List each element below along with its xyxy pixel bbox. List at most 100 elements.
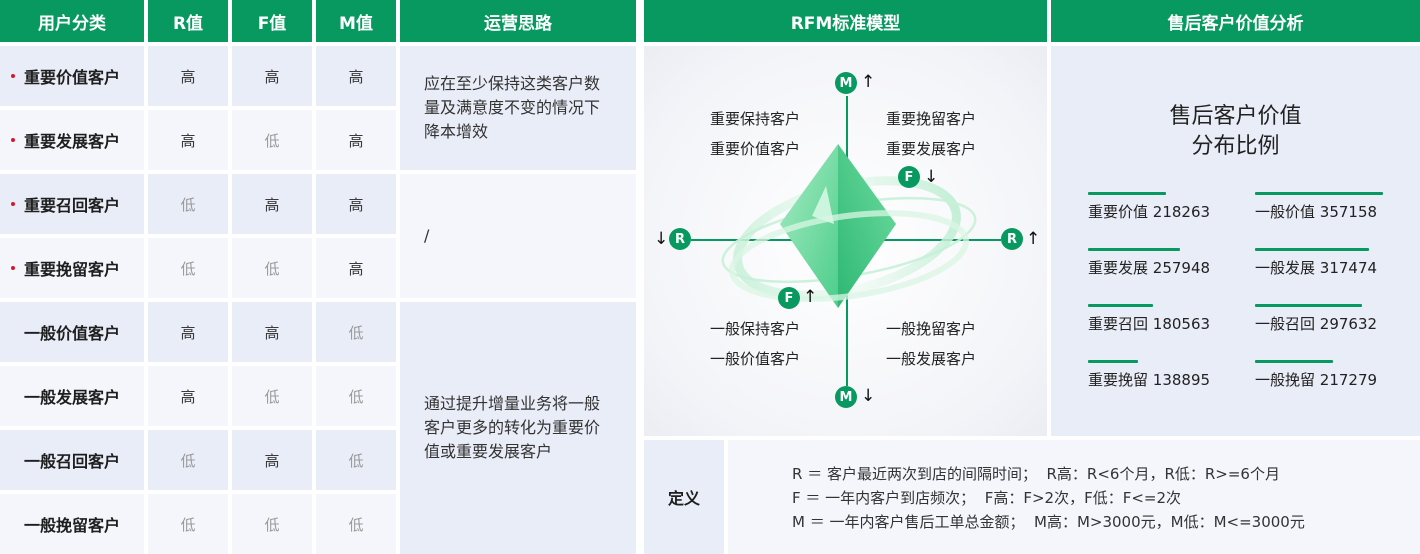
user-class-label: 重要发展客户: [24, 132, 121, 151]
stat-bar: [1255, 248, 1369, 251]
stat-label: 一般召回: [1255, 315, 1316, 333]
f-value-cell: 高: [232, 430, 312, 490]
node-f-lower: F: [778, 287, 800, 309]
important-dot-icon: [11, 266, 15, 270]
stat-label: 重要召回: [1088, 315, 1149, 333]
stat-bar: [1088, 192, 1166, 195]
header-rfm-model: RFM标准模型: [644, 0, 1047, 42]
ops-text: /: [424, 226, 430, 245]
definition-m: M ＝ 一年内客户售后工单总金额； M高：M>3000元，M低：M<=3000元: [792, 513, 1305, 531]
important-dot-icon: [11, 74, 15, 78]
stat-bar: [1255, 360, 1333, 363]
stat-label: 一般价值: [1255, 203, 1316, 221]
quadrant-label: 重要价值客户: [710, 140, 801, 158]
quadrant-label: 重要发展客户: [886, 140, 977, 158]
f-value-cell: 高: [232, 46, 312, 106]
stat-item: 一般价值 357158: [1255, 192, 1383, 222]
stat-label: 重要价值: [1088, 203, 1149, 221]
header-r-value: R值: [148, 0, 228, 42]
user-class-label: 一般挽留客户: [24, 516, 121, 535]
ops-note-important-value: 应在至少保持这类客户数量及满意度不变的情况下降本增效: [400, 46, 636, 170]
stat-item: 一般发展 317474: [1255, 248, 1377, 278]
user-class-label: 一般召回客户: [24, 452, 121, 471]
stat-item: 一般挽留 217279: [1255, 360, 1377, 390]
stat-item: 重要挽留 138895: [1088, 360, 1210, 390]
header-user-class: 用户分类: [0, 0, 144, 42]
gem-right-face: [838, 144, 896, 308]
quadrant-label: 一般保持客户: [710, 320, 801, 338]
user-class-cell: 一般召回客户: [0, 430, 144, 490]
f-value-cell: 低: [232, 494, 312, 554]
stat-item: 重要发展 257948: [1088, 248, 1210, 278]
stat-value: 357158: [1319, 203, 1378, 221]
user-class-cell: 一般价值客户: [0, 302, 144, 362]
definition-r: R ＝ 客户最近两次到店的间隔时间； R高：R<6个月，R低：R>=6个月: [792, 465, 1280, 483]
stat-label: 一般挽留: [1255, 371, 1316, 389]
r-value-cell: 低: [148, 238, 228, 298]
stat-bar: [1088, 248, 1180, 251]
ops-note-important-others: /: [400, 174, 636, 298]
arrow-up-icon: ↑: [803, 287, 818, 307]
m-value-cell: 高: [316, 110, 396, 170]
stat-bar: [1088, 304, 1153, 307]
definition-f: F ＝ 一年内客户到店频次； F高：F>2次，F低：F<=2次: [792, 489, 1182, 507]
stat-label: 一般发展: [1255, 259, 1316, 277]
stat-bar: [1088, 360, 1138, 363]
node-r-right: R: [1001, 228, 1023, 250]
node-m-bottom: M: [835, 386, 857, 408]
r-value-cell: 低: [148, 494, 228, 554]
node-f-upper: F: [898, 166, 920, 188]
user-class-cell: 一般发展客户: [0, 366, 144, 426]
analysis-title-line: 分布比例: [1191, 134, 1280, 159]
quadrant-top-left: 重要保持客户 重要价值客户: [710, 104, 800, 164]
f-value-cell: 低: [232, 110, 312, 170]
user-class-cell: 重要价值客户: [0, 46, 144, 106]
m-value-cell: 低: [316, 302, 396, 362]
rfm-axes: [691, 96, 1001, 386]
r-value-cell: 高: [148, 366, 228, 426]
m-value-cell: 高: [316, 238, 396, 298]
user-class-cell: 重要召回客户: [0, 174, 144, 234]
user-class-cell: 重要发展客户: [0, 110, 144, 170]
user-class-cell: 一般挽留客户: [0, 494, 144, 554]
header-f-value: F值: [232, 0, 312, 42]
f-value-cell: 高: [232, 174, 312, 234]
gem-highlight: [812, 186, 834, 224]
important-dot-icon: [11, 138, 15, 142]
arrow-up-icon: ↑: [1026, 229, 1041, 249]
arrow-down-icon: ↓: [654, 229, 669, 249]
f-value-cell: 低: [232, 238, 312, 298]
r-value-cell: 高: [148, 46, 228, 106]
quadrant-label: 一般挽留客户: [886, 320, 977, 338]
quadrant-bottom-right: 一般挽留客户 一般发展客户: [886, 314, 976, 374]
m-value-cell: 高: [316, 174, 396, 234]
user-class-cell: 重要挽留客户: [0, 238, 144, 298]
stat-value: 180563: [1152, 315, 1211, 333]
stat-value: 217279: [1319, 371, 1378, 389]
quadrant-bottom-left: 一般保持客户 一般价值客户: [710, 314, 800, 374]
r-value-cell: 高: [148, 110, 228, 170]
user-class-label: 一般价值客户: [24, 324, 121, 343]
r-value-cell: 低: [148, 174, 228, 234]
user-class-label: 一般发展客户: [24, 388, 121, 407]
header-m-value: M值: [316, 0, 396, 42]
quadrant-label: 一般价值客户: [710, 350, 801, 368]
stat-item: 重要召回 180563: [1088, 304, 1210, 334]
node-r-left: R: [669, 228, 691, 250]
stat-value: 317474: [1319, 259, 1378, 277]
orbit-ring-front: [729, 210, 969, 302]
quadrant-label: 重要挽留客户: [886, 110, 977, 128]
definition-label: 定义: [667, 489, 700, 508]
definition-label-cell: 定义: [644, 440, 724, 554]
ops-note-general: 通过提升增量业务将一般客户更多的转化为重要价值或重要发展客户: [400, 302, 636, 554]
analysis-title: 售后客户价值 分布比例: [1051, 102, 1420, 162]
arrow-up-icon: ↑: [861, 72, 876, 92]
definition-body: R ＝ 客户最近两次到店的间隔时间； R高：R<6个月，R低：R>=6个月 F …: [728, 440, 1420, 554]
stat-value: 297632: [1319, 315, 1378, 333]
quadrant-label: 一般发展客户: [886, 350, 977, 368]
user-class-label: 重要价值客户: [24, 68, 121, 87]
r-value-cell: 低: [148, 430, 228, 490]
header-ops: 运营思路: [400, 0, 636, 42]
m-value-cell: 低: [316, 366, 396, 426]
header-after-sales: 售后客户价值分析: [1051, 0, 1420, 42]
